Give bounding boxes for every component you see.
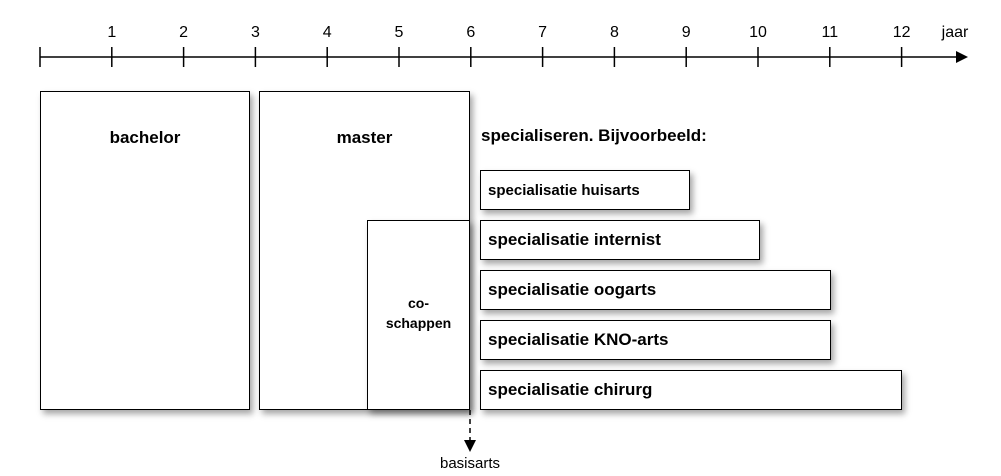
axis-arrowhead (956, 51, 968, 63)
spec-internist-label: specialisatie internist (488, 230, 661, 249)
coschappen-label: co- schappen (368, 293, 469, 333)
axis-tick-label-11: 11 (821, 24, 838, 41)
axis-tick-label-12: 12 (893, 24, 911, 41)
axis-tick-label-6: 6 (466, 24, 475, 41)
axis-tick-label-3: 3 (251, 24, 260, 41)
spec-kno-arts-label: specialisatie KNO-arts (488, 330, 669, 349)
spec-huisarts-label: specialisatie huisarts (488, 181, 640, 199)
spec-internist-bar: specialisatie internist (480, 220, 760, 260)
axis-tick-label-8: 8 (610, 24, 619, 41)
coschappen-label-line1: co- (408, 295, 429, 311)
spec-oogarts-label: specialisatie oogarts (488, 280, 657, 299)
bachelor-label: bachelor (109, 128, 181, 147)
axis-tick-label-9: 9 (682, 24, 691, 41)
axis-tick-label-1: 1 (107, 24, 116, 41)
spec-kno-arts-bar: specialisatie KNO-arts (480, 320, 831, 360)
axis-tick-label-2: 2 (179, 24, 188, 41)
milestone-arrowhead (464, 440, 476, 452)
axis-tick-label-5: 5 (395, 24, 404, 41)
basisarts-label: basisarts (439, 455, 501, 472)
spec-huisarts-bar: specialisatie huisarts (480, 170, 690, 210)
spec-chirurg-bar: specialisatie chirurg (480, 370, 902, 410)
coschappen-label-line2: schappen (385, 315, 452, 331)
axis-tick-label-10: 10 (749, 24, 767, 41)
specialisation-heading: specialiseren. Bijvoorbeeld: (481, 126, 707, 145)
coschappen-box: co- schappen (367, 220, 470, 410)
axis-tick-label-7: 7 (538, 24, 547, 41)
spec-chirurg-label: specialisatie chirurg (488, 380, 653, 399)
spec-oogarts-bar: specialisatie oogarts (480, 270, 831, 310)
bachelor-box: bachelor (40, 91, 250, 410)
axis-tick-label-4: 4 (323, 24, 332, 41)
axis-unit-label: jaar (941, 24, 969, 41)
master-label: master (336, 128, 393, 147)
